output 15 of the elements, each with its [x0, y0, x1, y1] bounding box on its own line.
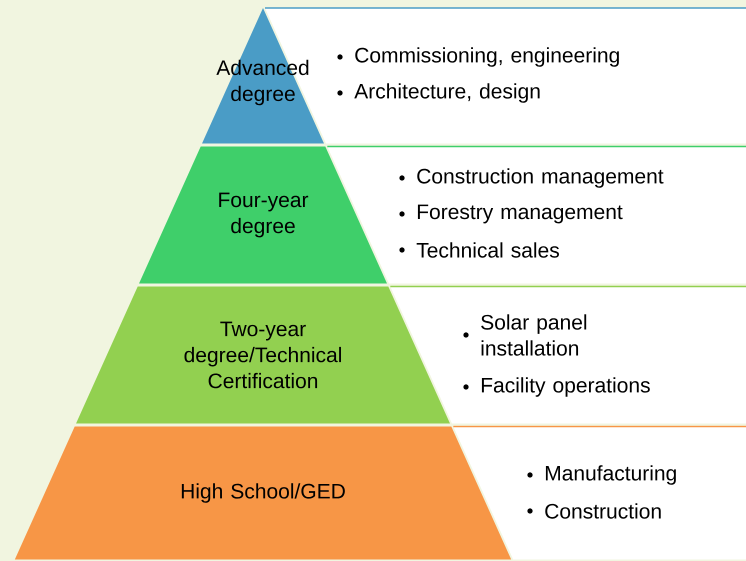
list-panel [390, 286, 746, 424]
list-item: Manufacturing [546, 465, 676, 485]
list-panel [327, 146, 746, 284]
pyramid-tier: High School/GED [14, 426, 512, 560]
list-item: Technical sales [416, 242, 559, 258]
list-item: Construction management [417, 168, 664, 188]
list-item: Commissioning, engineering [355, 47, 619, 67]
list-panel [453, 426, 746, 560]
list-item: Architecture, design [354, 83, 540, 103]
list-item: Construction [545, 503, 661, 519]
list-item: Solar panel installation [481, 314, 586, 356]
pyramid-tier: Two-year degree/Technical Certification [76, 286, 450, 424]
list-item: Forestry management [418, 204, 623, 224]
list-item: Facility operations [482, 377, 650, 397]
pyramid-tier: Four-year degree [139, 146, 387, 284]
